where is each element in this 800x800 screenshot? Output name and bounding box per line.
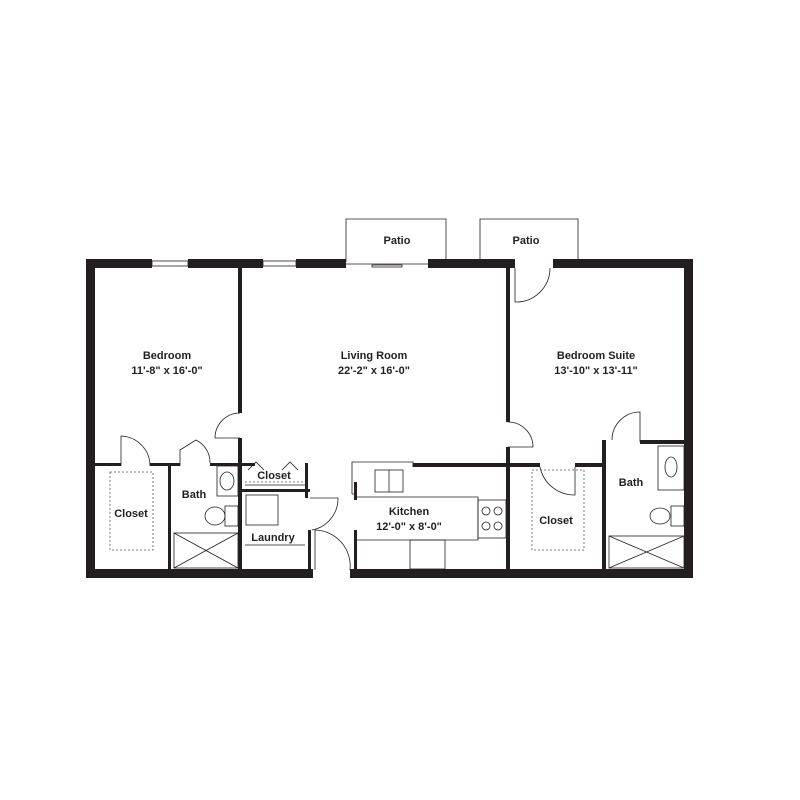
patio-right: Patio xyxy=(479,218,579,262)
laundry-label: Laundry xyxy=(251,532,295,544)
patio-left-label: Patio xyxy=(384,235,411,247)
bedroom-suite-label: Bedroom Suite xyxy=(557,350,635,362)
kitchen-label: Kitchen xyxy=(389,506,430,518)
living-room-label: Living Room xyxy=(341,350,408,362)
windows xyxy=(151,260,428,268)
patio-right-label: Patio xyxy=(513,235,540,247)
bedroom-size: 11'-8" x 16'-0" xyxy=(131,365,202,377)
bath-left-label: Bath xyxy=(182,489,207,501)
patio-left: Patio xyxy=(345,218,447,262)
closet-left-label: Closet xyxy=(114,508,148,520)
bedroom-suite-size: 13'-10" x 13'-11" xyxy=(554,365,638,377)
exterior-walls xyxy=(86,259,693,578)
bedroom-label: Bedroom xyxy=(143,350,192,362)
closet-hall-label: Closet xyxy=(257,470,291,482)
closet-right-label: Closet xyxy=(539,515,573,527)
doors xyxy=(120,267,641,571)
living-room-size: 22'-2" x 16'-0" xyxy=(338,365,410,377)
kitchen-size: 12'-0" x 8'-0" xyxy=(376,521,442,533)
interior-walls xyxy=(95,268,684,570)
fixtures xyxy=(109,445,685,570)
bath-right-label: Bath xyxy=(619,477,644,489)
